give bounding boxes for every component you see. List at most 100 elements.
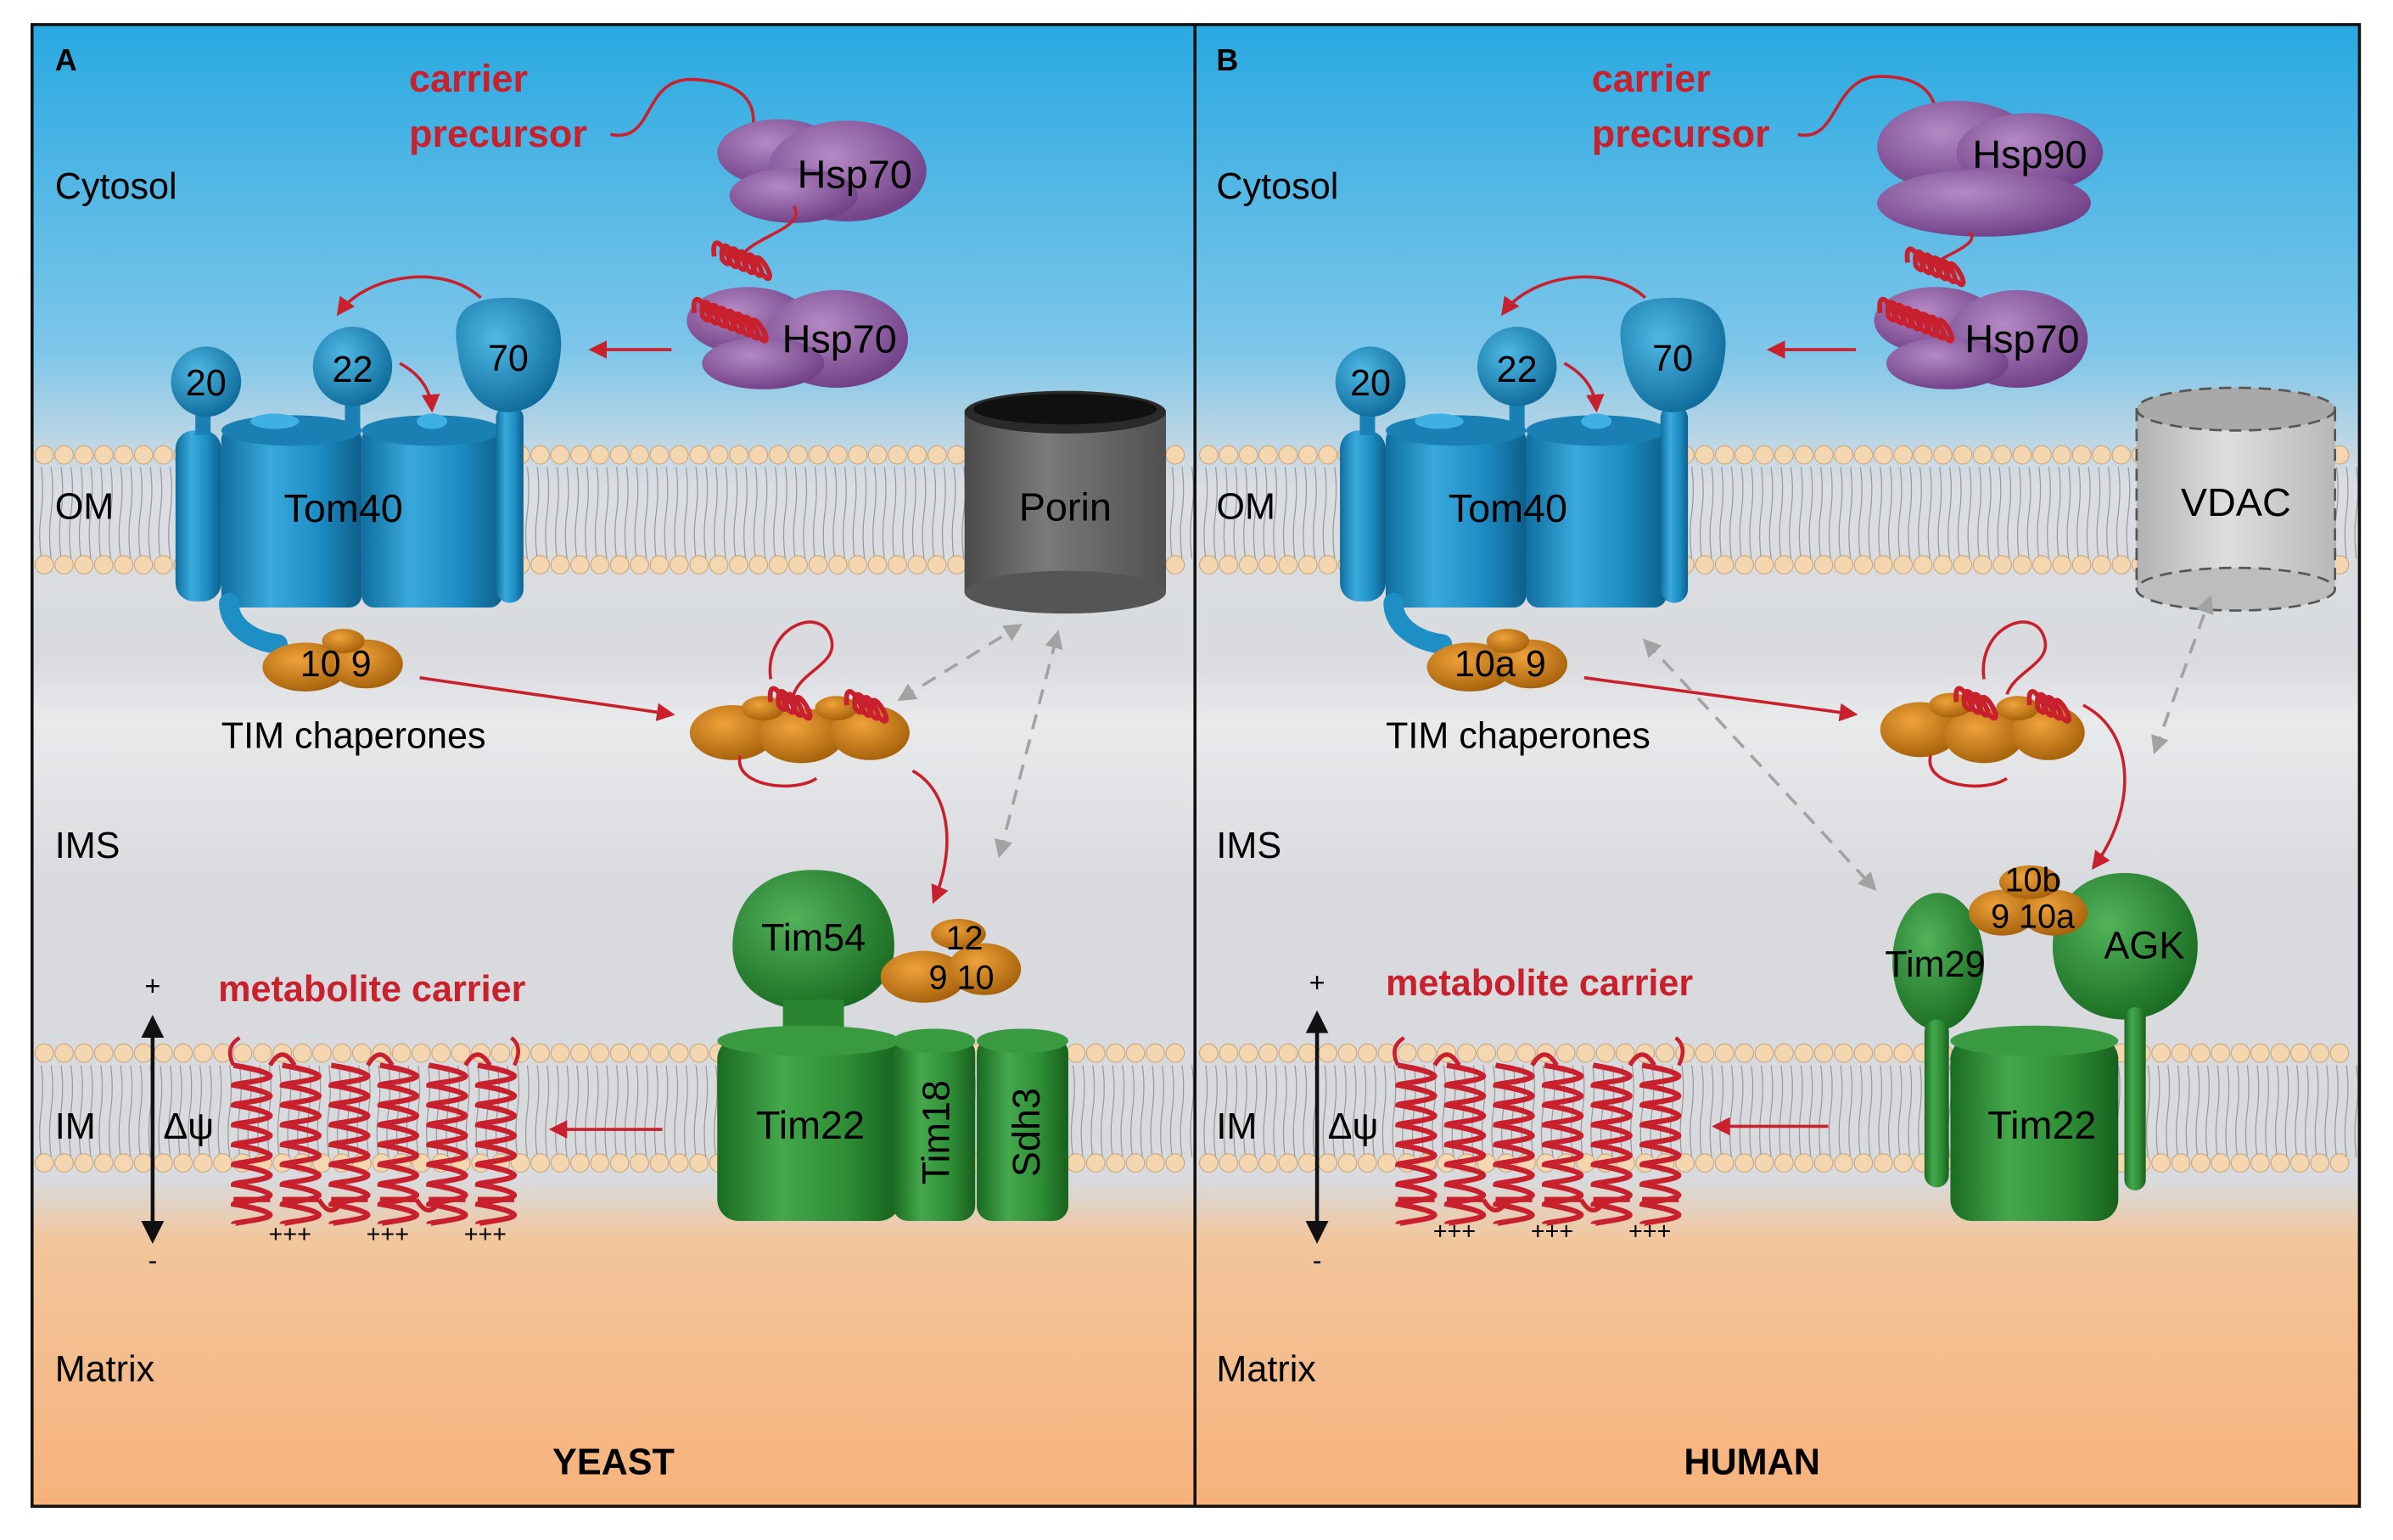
- precursor-helix-hsp: [691, 297, 769, 344]
- tim12-label: 12: [946, 920, 984, 957]
- tim29-label: Tim29: [1885, 944, 1985, 985]
- carrier-precursor-line2: precursor: [409, 112, 587, 155]
- metabolite-carrier-label: metabolite carrier: [218, 969, 525, 1010]
- dashed-arrow-tom-tim22: [1642, 638, 1877, 892]
- panel-background: [1196, 24, 2360, 1507]
- tim-chaperones-label: TIM chaperones: [221, 715, 486, 756]
- compartment-matrix: Matrix: [55, 1349, 155, 1390]
- tom70-receptor: [1620, 297, 1726, 412]
- tim22-body: [1950, 1038, 2119, 1221]
- tim54-head: [732, 870, 894, 1011]
- tim18-body: [893, 1038, 976, 1221]
- sdh3-label: Sdh3: [1005, 1088, 1048, 1177]
- charge-2: +++: [367, 1221, 409, 1248]
- tom20-receptor: [171, 346, 242, 417]
- carrier-precursor-line1: carrier: [409, 57, 528, 100]
- organism-label: YEAST: [552, 1442, 675, 1482]
- tom22-receptor: [1477, 327, 1557, 406]
- tom70-receptor: [456, 297, 562, 412]
- metabolite-carrier: [227, 1036, 520, 1227]
- hsp70-top: Hsp70: [717, 119, 927, 223]
- charge-1: +++: [269, 1221, 311, 1248]
- precursor-helix-cytosol: [1904, 246, 1966, 288]
- arrow-to-ims-complex: [419, 675, 675, 722]
- tom22-label: 22: [332, 350, 373, 390]
- hsp70: Hsp70: [1874, 287, 2088, 389]
- tim22-label: Tim22: [756, 1103, 865, 1147]
- ims-chaperone-complex: [689, 620, 910, 788]
- carrier-precursor-line1: carrier: [1592, 57, 1711, 100]
- tim-small-at-tom: 10a 9: [1426, 629, 1568, 692]
- vdac-channel: VDAC: [2135, 386, 2337, 612]
- tim18-label: Tim18: [915, 1080, 958, 1184]
- charge-3: +++: [1628, 1218, 1671, 1246]
- tom40-label: Tom40: [1449, 486, 1567, 530]
- tim54-label: Tim54: [761, 916, 866, 960]
- precursor-chain: [610, 77, 755, 148]
- metabolite-carrier-label: metabolite carrier: [1386, 963, 1693, 1004]
- plus-sign: +: [1309, 967, 1325, 998]
- compartment-cytosol: Cytosol: [55, 166, 177, 207]
- tom22-receptor: [312, 327, 393, 406]
- tim22-label: Tim22: [1987, 1103, 2096, 1147]
- plus-sign: +: [144, 971, 160, 1001]
- tim-small-label: 10a 9: [1454, 644, 1546, 685]
- panel-human: B Cytosol OM IMS IM Matrix HUMAN carrier…: [1196, 24, 2360, 1507]
- tim22-complex: Tim29 AGK Tim22 10b 9 10a: [1885, 861, 2198, 1221]
- agk-label: AGK: [2104, 924, 2184, 967]
- arrow-to-tim22: [2082, 703, 2127, 871]
- delta-psi-label: Δψ: [163, 1106, 214, 1147]
- charge-1: +++: [1433, 1218, 1476, 1246]
- minus-sign: -: [1313, 1245, 1322, 1275]
- tim10b-label: 10b: [2005, 861, 2061, 899]
- panel-letter: A: [55, 42, 77, 77]
- agk-head: [2052, 872, 2198, 1020]
- panel-letter: B: [1216, 42, 1238, 77]
- hsp90: Hsp90: [1877, 100, 2104, 237]
- carrier-precursor-line2: precursor: [1592, 112, 1770, 155]
- arrow-to-tim22: [911, 769, 949, 904]
- hsp70-bottom: Hsp70: [687, 287, 909, 389]
- arrow-tom70-to-tom22: [336, 275, 482, 316]
- tim9-10a-label: 9 10a: [1991, 899, 2075, 936]
- tim22-body: [717, 1038, 901, 1221]
- arrow-tom22-to-tom40: [1563, 361, 1605, 413]
- hsp70-bottom-label: Hsp70: [782, 317, 897, 361]
- tom40-label: Tom40: [283, 486, 402, 530]
- tom-complex: 20 22 70 Tom40: [171, 297, 562, 654]
- compartment-om: OM: [1216, 487, 1275, 528]
- compartment-im: IM: [1216, 1106, 1257, 1147]
- tim-chaperones-label: TIM chaperones: [1386, 715, 1650, 756]
- dashed-arrow-porin-tim22: [994, 630, 1063, 859]
- sdh3-body: [977, 1038, 1068, 1221]
- metabolite-carrier: [1393, 1036, 1685, 1227]
- compartment-ims: IMS: [55, 826, 120, 866]
- precursor-helix-hsp: [1877, 297, 1955, 344]
- porin-channel: Porin: [964, 390, 1167, 614]
- arrow-tom22-to-tom40: [399, 361, 440, 413]
- compartment-ims: IMS: [1216, 826, 1281, 866]
- precursor-helix-cytosol: [711, 240, 772, 282]
- delta-psi-label: Δψ: [1328, 1106, 1379, 1147]
- hsp70-label: Hsp70: [1964, 317, 2079, 361]
- tim-small-at-tom: 10 9: [262, 629, 403, 692]
- tim22-complex: Tim54 Tim22 Tim18 Sdh3 12 9 10: [717, 870, 1068, 1221]
- charge-3: +++: [464, 1221, 507, 1248]
- tom22-label: 22: [1497, 350, 1538, 390]
- tom70-label: 70: [488, 339, 529, 379]
- tim9-10-label: 9 10: [929, 960, 995, 997]
- compartment-im: IM: [55, 1106, 96, 1147]
- tom-complex: 20 22 70 Tom40: [1335, 297, 1726, 654]
- charge-2: +++: [1531, 1218, 1573, 1246]
- arrow-tom70-to-tom22: [1500, 275, 1646, 316]
- compartment-cytosol: Cytosol: [1216, 166, 1338, 207]
- dashed-arrow-vdac-chaperone: [2151, 595, 2214, 755]
- tom20-label: 20: [186, 363, 227, 404]
- compartment-matrix: Matrix: [1216, 1349, 1316, 1390]
- minus-sign: -: [148, 1245, 157, 1275]
- tim-small-label: 10 9: [300, 644, 372, 685]
- porin-label: Porin: [1019, 484, 1112, 529]
- tom70-label: 70: [1652, 339, 1693, 379]
- panel-yeast: A Cytosol OM IMS IM Matrix YEAST carrier…: [31, 24, 1196, 1507]
